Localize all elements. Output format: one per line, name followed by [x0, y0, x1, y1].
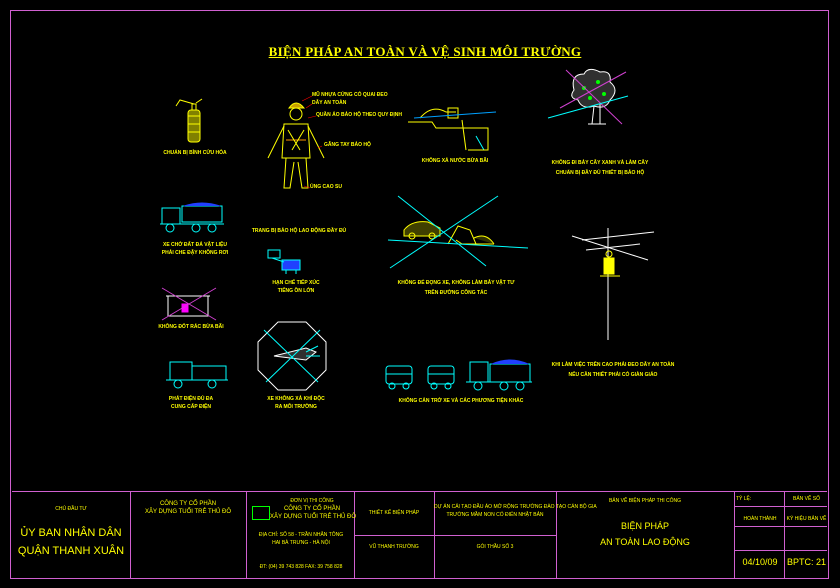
label-tree-1: KHÔNG ĐI BẢY CÂY XANH VÀ LÀM CÂY	[551, 160, 649, 166]
label-tree-2: CHUẨN BỊ ĐẦY ĐỦ THIẾT BỊ BẢO HỘ	[555, 170, 645, 176]
drawing-title: BIỆN PHÁP AN TOÀN VÀ VỆ SINH MÔI TRƯỜNG	[268, 44, 582, 59]
divider	[556, 492, 557, 578]
callout-helmet: MŨ NHỰA CỨNG CÓ QUAI ĐEO	[312, 92, 388, 98]
label-electric-2: NẾU CẦN THIẾT PHẢI CÓ GIÀN GIÁO	[568, 372, 658, 378]
unit-phone: ĐT: (04) 39 743 828 FAX: 39 758 828	[259, 564, 343, 570]
label-noise-1: HẠN CHẾ TIẾP XÚC	[272, 280, 320, 286]
unit-address-1: ĐỊA CHỈ: SỐ 58 - TRẦN NHÂN TÔNG	[258, 532, 344, 538]
contractor-name-1: CÔNG TY CỔ PHẦN	[159, 501, 217, 507]
owner-name-2: QUẬN THANH XUÂN	[17, 545, 125, 557]
owner-name-1: ỦY BAN NHÂN DÂN	[20, 527, 122, 539]
machine-icon	[267, 249, 301, 274]
project-line-2: TRƯỜNG MẦM NON CỔ ĐIỂN NHẬT BẢN	[446, 512, 544, 518]
label-noise-2: TIẾNG ỒN LỚN	[277, 288, 315, 294]
scale-value: BẢN VẼ SỐ	[793, 496, 820, 502]
worker-ppe-icon	[267, 102, 325, 189]
divider	[734, 506, 827, 507]
label-electric-1: KHI LÀM VIỆC TRÊN CAO PHẢI ĐEO DÂY AN TO…	[551, 362, 675, 368]
unit-caption: ĐƠN VỊ THI CÔNG	[290, 498, 334, 504]
sheet-number: BPTC: 21	[786, 557, 826, 567]
callout-boots: ỦNG CAO SU	[310, 184, 342, 190]
label-generator-1: PHÁT ĐIỆN ĐỦ ĐA	[168, 396, 214, 402]
water-discharge-cross	[413, 111, 497, 119]
unit-name-1: CÔNG TY CỔ PHẦN	[283, 506, 341, 512]
label-generator-2: CUNG CẤP ĐIỆN	[171, 404, 211, 410]
design-caption: THIẾT KẾ BIỆN PHÁP	[368, 510, 420, 516]
no-fire-cross	[263, 329, 321, 383]
callout-gloves: GĂNG TAY BẢO HỘ	[324, 142, 371, 148]
label-truck-1: XE CHỞ ĐẤT ĐÁ VẬT LIỆU	[163, 242, 227, 248]
label-machine: TRANG BỊ BẢO HỘ LAO ĐỘNG ĐẦY ĐỦ	[251, 228, 347, 234]
divider	[246, 492, 247, 578]
label-fire-extinguisher: CHUẨN BỊ BÌNH CỨU HỎA	[163, 150, 227, 156]
label-no-site-2: TRÊN ĐƯỜNG CÔNG TÁC	[424, 290, 488, 296]
label-no-dump-water: KHÔNG XẢ NƯỚC BỪA BÃI	[421, 158, 489, 164]
fire-extinguisher-icon	[175, 98, 203, 143]
vehicles-icon	[385, 359, 532, 391]
contractor-name-2: XÂY DỰNG TUỔI TRẺ THỦ ĐÔ	[144, 509, 232, 515]
title-block: CHỦ ĐẦU TƯ ỦY BAN NHÂN DÂN QUẬN THANH XU…	[12, 491, 827, 578]
project-line-1: DỰ ÁN CẢI TẠO ĐẦU ÁO MỞ RỘNG TRƯỜNG ĐÀO …	[434, 504, 597, 510]
drawing-name-1: BIỆN PHÁP	[620, 521, 669, 531]
date-caption: HOÀN THÀNH	[743, 516, 777, 522]
owner-caption: CHỦ ĐẦU TƯ	[55, 506, 87, 512]
drawing-caption: BẢN VẼ BIỆN PHÁP THI CÔNG	[608, 498, 682, 504]
water-discharge-icon	[408, 107, 489, 151]
unit-address-2: HAI BÀ TRƯNG - HÀ NỘI	[272, 540, 330, 546]
drawing-name-2: AN TOÀN LAO ĐỘNG	[600, 537, 690, 547]
company-logo	[252, 506, 270, 520]
tree-cross	[559, 69, 627, 125]
label-no-exhaust-2: RA MÔI TRƯỜNG	[275, 404, 317, 410]
unit-name-2: XÂY DỰNG TUỔI TRẺ THỦ ĐÔ	[270, 514, 357, 520]
divider	[784, 492, 785, 578]
dump-truck-icon	[160, 202, 224, 233]
scale-caption: TỶ LỆ:	[736, 496, 752, 502]
label-no-site-1: KHÔNG ĐỂ ĐỌNG XE, KHÔNG LÀM BẪY VẬT TƯ	[397, 280, 515, 286]
design-name: VŨ THANH TRƯỜNG	[369, 544, 419, 550]
generator-truck-icon	[166, 361, 228, 389]
callout-clothes: QUẦN ÁO BẢO HỘ THEO QUY ĐỊNH	[316, 112, 403, 118]
worker-callout-lines	[301, 95, 323, 189]
trash-basket-cross	[161, 287, 217, 321]
project-package: GÓI THẦU SỐ 3	[476, 544, 514, 550]
label-traffic: KHÔNG CẢN TRỞ XE VÀ CÁC PHƯƠNG TIỆN KHÁC	[398, 398, 524, 404]
divider	[130, 492, 131, 578]
divider	[734, 492, 735, 578]
drawing-frame	[10, 10, 829, 579]
divider	[734, 526, 827, 527]
construction-site-cross	[387, 195, 529, 269]
callout-belt: DÂY AN TOÀN	[312, 100, 347, 106]
electric-pole-icon	[571, 228, 655, 340]
divider	[734, 550, 827, 551]
label-no-exhaust-1: XE KHÔNG XẢ KHÍ ĐỘC	[267, 396, 325, 402]
tree-icon	[571, 68, 616, 125]
divider	[354, 535, 556, 536]
tree-cross-cyan	[547, 95, 629, 119]
sheet-caption: KÝ HIỆU BẢN VẼ	[786, 516, 827, 522]
label-no-fire: KHÔNG ĐỐT RÁC BỪA BÃI	[158, 324, 224, 330]
label-truck-2: PHẢI CHE ĐẬY KHÔNG RƠI	[161, 250, 229, 256]
drawing-date: 04/10/09	[742, 557, 778, 567]
construction-site-icon	[403, 221, 495, 245]
